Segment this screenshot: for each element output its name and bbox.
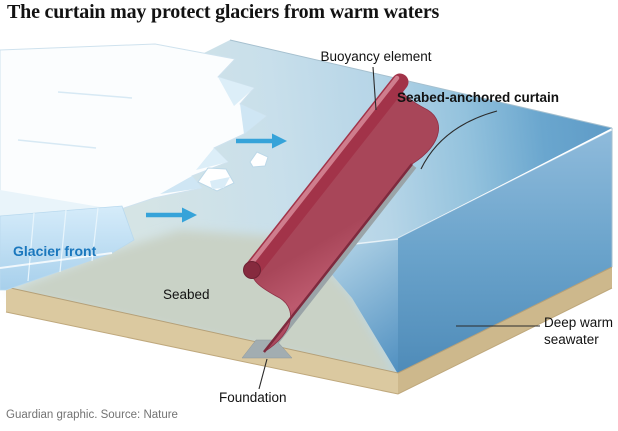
water-side-face xyxy=(398,130,612,373)
sand-bottom-edge xyxy=(5,287,613,395)
leader-buoyancy-element xyxy=(372,66,377,111)
page-title: The curtain may protect glaciers from wa… xyxy=(7,1,440,23)
label-seabed: Seabed xyxy=(163,287,210,302)
glacier-waterline xyxy=(0,252,113,269)
glacier-crevasse xyxy=(57,91,133,99)
curtain xyxy=(241,73,439,359)
glacier-crevasse xyxy=(17,139,97,149)
label-deep-warm-seawater: Deep warm seawater xyxy=(544,315,614,347)
glacier-facet xyxy=(196,148,228,170)
leader-foundation xyxy=(258,358,268,390)
foundation-strip xyxy=(265,164,417,354)
glacier-facet xyxy=(218,77,254,106)
surface-side-crease xyxy=(397,129,613,239)
flow-arrow-icon xyxy=(236,133,287,149)
sand-front-face xyxy=(6,287,398,394)
iceberg-shade xyxy=(210,177,230,189)
sand-side-face xyxy=(398,267,612,394)
label-foundation: Foundation xyxy=(219,390,287,405)
label-seabed-anchored-curtain: Seabed-anchored curtain xyxy=(397,90,560,105)
curtain-base-edge xyxy=(263,163,413,353)
leader-lines xyxy=(258,66,540,390)
leader-seabed-anchored-curtain xyxy=(420,110,498,170)
flow-arrow-icon xyxy=(146,207,197,223)
flow-arrows xyxy=(146,133,287,223)
glacier xyxy=(0,43,267,291)
sand-block xyxy=(5,266,613,395)
buoyancy-tube xyxy=(243,73,409,279)
glacier-front-facet-lines xyxy=(27,207,99,282)
back-top-edge xyxy=(229,39,613,129)
source-credit: Guardian graphic. Source: Nature xyxy=(6,409,178,421)
glacier-facet xyxy=(160,176,202,194)
buoyancy-tube-highlight xyxy=(247,75,400,268)
buoyancy-tube-endcap xyxy=(243,261,261,279)
iceberg xyxy=(249,151,269,168)
glacier-facet xyxy=(240,104,266,134)
glacier-front-face xyxy=(0,205,135,291)
sand-top-edge xyxy=(5,266,613,374)
label-buoyancy-element: Buoyancy element xyxy=(320,49,432,64)
icebergs xyxy=(197,151,269,192)
label-glacier-front: Glacier front xyxy=(13,243,97,259)
